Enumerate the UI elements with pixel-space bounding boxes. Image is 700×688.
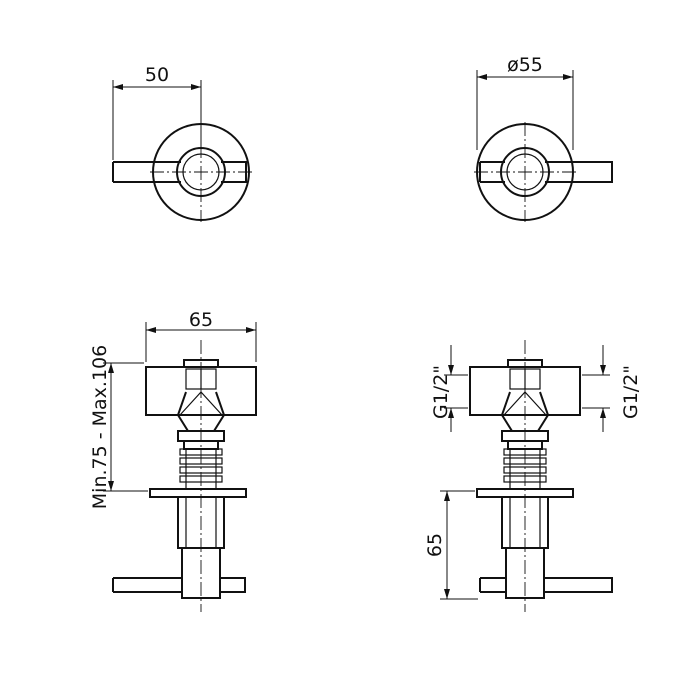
side-view-right [469, 340, 613, 612]
dimension-label-min-max: Min.75 - Max.106 [89, 345, 111, 509]
dimension-label-65-bottom: 65 [424, 533, 446, 557]
dimension-label-65-top: 65 [189, 309, 213, 331]
side-view-left [112, 340, 257, 612]
dimension-thread-right: G1/2" [582, 345, 642, 432]
dimension-label-thread-left: G1/2" [430, 365, 452, 419]
dimension-rosette-diameter: ø55 [476, 54, 574, 150]
front-view-right [474, 122, 613, 222]
dimension-wall-depth: Min.75 - Max.106 [89, 345, 148, 509]
dimension-label-thread-right: G1/2" [620, 365, 642, 419]
dimension-label-diameter-55: ø55 [507, 54, 543, 76]
dimension-thread-left: G1/2" [430, 345, 468, 432]
dimension-label-50: 50 [145, 64, 169, 86]
dimension-handle-projection: 65 [424, 490, 478, 600]
front-view-left [112, 122, 252, 222]
dimension-body-width: 65 [145, 309, 257, 362]
dimension-handle-width: 50 [112, 64, 202, 160]
